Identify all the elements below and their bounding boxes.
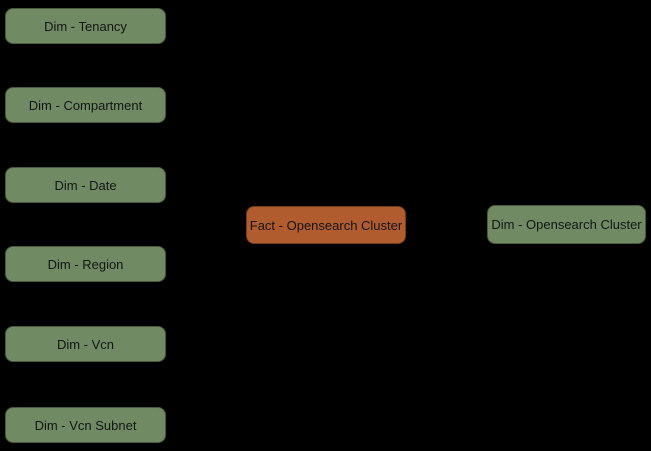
node-label: Dim - Opensearch Cluster bbox=[491, 217, 642, 232]
node-label: Dim - Compartment bbox=[28, 97, 143, 113]
node-dim-date[interactable]: Dim - Date bbox=[5, 167, 166, 203]
node-dim-vcn-subnet[interactable]: Dim - Vcn Subnet bbox=[5, 407, 166, 443]
node-label: Dim - Vcn bbox=[56, 336, 115, 352]
node-dim-region[interactable]: Dim - Region bbox=[5, 246, 166, 282]
node-label: Dim - Tenancy bbox=[44, 18, 127, 34]
node-dim-compartment[interactable]: Dim - Compartment bbox=[5, 87, 166, 123]
node-fact-opensearch-cluster[interactable]: Fact - Opensearch Cluster bbox=[246, 206, 406, 244]
node-dim-opensearch-cluster[interactable]: Dim - Opensearch Cluster bbox=[487, 205, 646, 244]
node-label: Dim - Region bbox=[47, 256, 124, 272]
node-label: Dim - Date bbox=[54, 177, 117, 193]
node-label: Dim - Vcn Subnet bbox=[34, 417, 137, 433]
node-label: Fact - Opensearch Cluster bbox=[249, 217, 403, 233]
node-dim-vcn[interactable]: Dim - Vcn bbox=[5, 326, 166, 362]
node-dim-tenancy[interactable]: Dim - Tenancy bbox=[5, 8, 166, 44]
